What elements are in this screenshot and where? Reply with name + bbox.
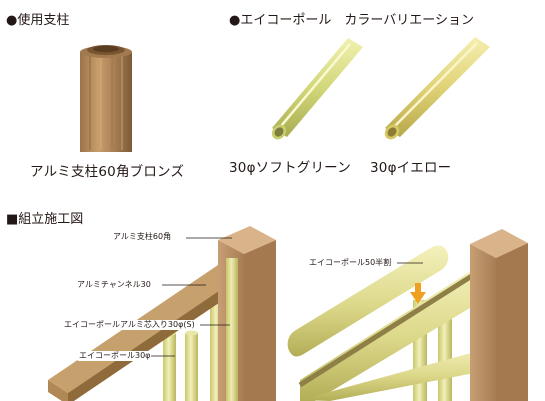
label-pole-50-half: エイコーポール50半割 (308, 258, 393, 268)
section-heading-color-variation: ●エイコーポール カラーバリエーション (229, 13, 474, 28)
bronze-post-image (80, 45, 132, 152)
label-aluminum-channel-30: アルミチャンネル30 (76, 280, 152, 290)
caption-yellow: 30φイエロー (370, 160, 452, 176)
assembly-diagram-left (48, 226, 276, 401)
assembly-diagram-right (287, 229, 528, 401)
caption-soft-green: 30φソフトグリーン (229, 160, 351, 176)
leader-lines-left (150, 237, 232, 357)
soft-green-pole-image (271, 38, 363, 140)
section-heading-used-post: ●使用支柱 (6, 13, 70, 28)
section-heading-assembly: ■組立施工図 (6, 212, 84, 227)
label-pole-30: エイコーポール30φ (78, 351, 152, 361)
label-aluminum-post-60: アルミ支柱60角 (112, 232, 173, 242)
caption-bronze-post: アルミ支柱60角ブロンズ (30, 164, 185, 180)
label-pole-aluminum-core: エイコーポールアルミ芯入り30φ(S) (63, 320, 196, 330)
yellow-pole-image (384, 37, 490, 140)
